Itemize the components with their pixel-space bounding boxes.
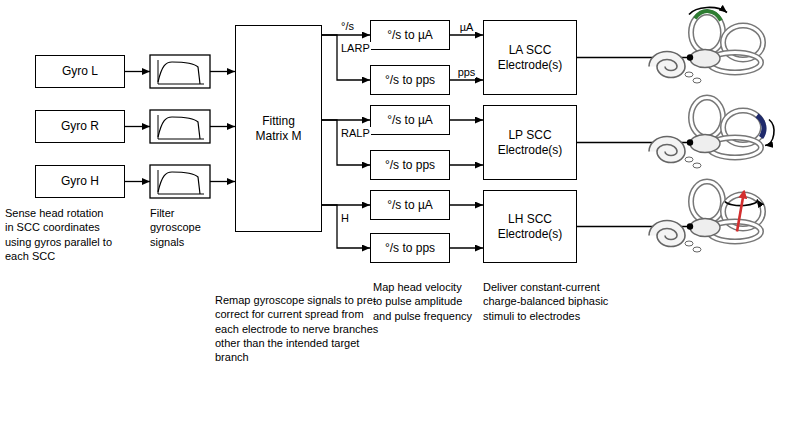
description-text: Sense head rotation in SCC coordinates u…	[5, 206, 113, 263]
filter-arrows-part	[125, 126, 150, 127]
signal-arrow	[322, 205, 370, 248]
box-text: °/s to µA	[387, 198, 433, 213]
mapping-box: °/s to pps	[370, 65, 450, 95]
sensor-box: Gyro L	[35, 55, 125, 88]
signal-label: pps	[457, 66, 477, 78]
box-text: Gyro R	[61, 119, 99, 134]
signal-arrow	[450, 119, 483, 120]
box-text: °/s to µA	[387, 113, 433, 128]
box-text: °/s to pps	[385, 241, 435, 256]
ear-posterior-part	[687, 139, 693, 145]
ear-posterior-part	[765, 120, 774, 146]
filter-boxes-part	[158, 115, 204, 139]
box-text: °/s to µA	[387, 28, 433, 43]
ear-anterior-part	[687, 54, 693, 60]
inner-ear-drawing	[649, 182, 763, 253]
ear-lateral	[649, 182, 763, 253]
mapping-box: °/s to µA	[370, 20, 450, 50]
ear-posterior	[649, 98, 774, 169]
mapping-box: °/s to pps	[370, 150, 450, 180]
ear-posterior-part	[757, 116, 764, 138]
ear-anterior-part	[695, 11, 721, 20]
box-text: Gyro L	[62, 64, 98, 79]
signal-label: H	[340, 212, 350, 224]
mapping-box: °/s to µA	[370, 190, 450, 220]
sensor-box: Gyro H	[35, 165, 125, 198]
filter-boxes-part	[150, 55, 210, 88]
signal-arrow	[450, 247, 483, 248]
filter-boxes-part-part	[158, 172, 200, 194]
signal-arrow	[450, 164, 483, 165]
filter-boxes-part	[150, 110, 210, 143]
description-text: Filter gyroscope signals	[150, 206, 212, 249]
ear-lateral-part	[737, 192, 744, 232]
box-text: LA SCC Electrode(s)	[488, 43, 572, 73]
filter-arrows-part	[125, 71, 150, 72]
filter-boxes-part	[158, 60, 204, 84]
filter-boxes	[150, 55, 210, 198]
signal-arrow	[450, 79, 483, 80]
box-text: Gyro H	[61, 174, 99, 189]
filter-boxes-part-part	[158, 62, 200, 84]
electrode-box: LH SCC Electrode(s)	[483, 190, 577, 263]
filter-boxes-part-part	[158, 60, 204, 84]
ear-lateral-part	[687, 223, 693, 229]
filter-arrows-part	[210, 181, 235, 182]
ear-anterior	[649, 7, 763, 83]
signal-arrow	[450, 204, 483, 205]
description-text: Remap gyroscope signals to pre-correct f…	[215, 293, 390, 364]
signal-label: °/s	[340, 20, 355, 32]
signal-arrow	[322, 120, 370, 165]
mapping-box: °/s to pps	[370, 233, 450, 263]
inner-ear-drawing	[649, 98, 763, 169]
description-text: Map head velocity to pulse amplitude and…	[373, 280, 473, 323]
sensor-box: Gyro R	[35, 110, 125, 143]
inner-ear-drawing	[649, 13, 763, 84]
signal-label: µA	[459, 21, 475, 33]
description-text: Deliver constant-current charge-balanced…	[483, 280, 613, 323]
filter-boxes-part-part	[158, 117, 200, 139]
box-text: LP SCC Electrode(s)	[488, 128, 572, 158]
box-text: LH SCC Electrode(s)	[488, 212, 572, 242]
filter-arrows	[125, 72, 235, 182]
box-text: Fitting Matrix M	[253, 114, 305, 144]
signal-label: RALP	[340, 127, 371, 139]
filter-arrows-part	[210, 71, 235, 72]
filter-arrows-part	[125, 181, 150, 182]
electrode-box: LP SCC Electrode(s)	[483, 105, 577, 180]
box-text: °/s to pps	[385, 73, 435, 88]
ear-anterior-part	[689, 7, 727, 14]
matrix-box: Fitting Matrix M	[235, 25, 322, 232]
filter-arrows-part	[210, 126, 235, 127]
signal-arrow	[450, 34, 483, 35]
filter-boxes-part-part	[158, 170, 204, 194]
signal-label: LARP	[340, 42, 371, 54]
filter-boxes-part-part	[158, 115, 204, 139]
mapping-box: °/s to µA	[370, 105, 450, 135]
box-text: °/s to pps	[385, 158, 435, 173]
electrode-box: LA SCC Electrode(s)	[483, 20, 577, 95]
filter-boxes-part	[158, 170, 204, 194]
filter-boxes-part	[150, 165, 210, 198]
signal-arrow	[322, 35, 370, 80]
